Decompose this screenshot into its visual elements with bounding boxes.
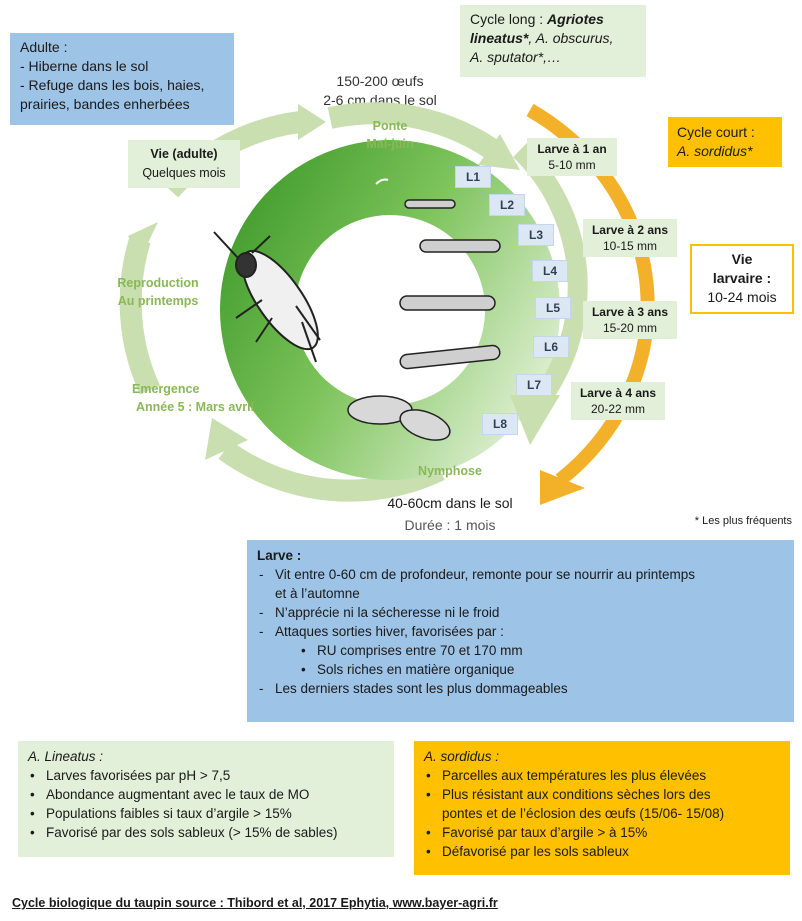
larva-age-4-title: Larve à 4 ans [579, 386, 657, 400]
sordidus-item-2: Plus résistant aux conditions sèches lor… [424, 785, 780, 804]
vie-larvaire-line-1: Vie [731, 251, 753, 267]
sordidus-item-2-cont: pontes et de l’éclosion des œufs (15/06-… [442, 806, 725, 821]
nymphose-duration: Durée : 1 mois [404, 517, 496, 533]
adult-line-2: - Refuge dans les bois, haies, [20, 77, 205, 93]
vie-larvaire-duration: 10-24 mois [707, 289, 777, 305]
reproduction-period: Au printemps [117, 294, 199, 308]
larva-2 [419, 239, 501, 253]
outer-arrowheads [128, 104, 520, 460]
larval-arrow [513, 142, 588, 406]
beetle-illustration [213, 231, 321, 363]
lineatus-title: A. Lineatus : [28, 749, 104, 764]
cycle-court-box: Cycle court : A. sordidus* [668, 117, 782, 167]
sordidus-item-3: Favorisé par taux d’argile > à 15% [424, 823, 780, 842]
sordidus-box: A. sordidus : Parcelles aux températures… [414, 741, 790, 875]
sordidus-item-1: Parcelles aux températures les plus élev… [424, 766, 780, 785]
larva-age-1: Larve à 1 an 5-10 mm [527, 138, 617, 176]
sordidus-title: A. sordidus : [424, 749, 500, 764]
stage-l6: L6 [533, 336, 569, 358]
larva-4 [399, 344, 501, 370]
eggs-count: 150-200 œufs [336, 73, 424, 89]
larva-age-2: Larve à 2 ans 10-15 mm [583, 219, 677, 257]
cycle-long-label: Cycle long : [470, 11, 548, 27]
larve-sub-item-1: RU comprises entre 70 et 170 mm [299, 641, 784, 660]
larva-age-2-title: Larve à 2 ans [591, 223, 669, 237]
larve-item-1-cont: et à l’automne [275, 586, 360, 601]
reproduction-label: Reproduction Au printemps [98, 274, 218, 310]
nymphose-depth: 40-60cm dans le sol [387, 495, 513, 511]
source-caption: Cycle biologique du taupin source : Thib… [12, 896, 498, 910]
cycle-court-arrowhead [540, 470, 585, 505]
larva-age-4-size: 20-22 mm [590, 402, 646, 416]
adult-info-box: Adulte : - Hiberne dans le sol - Refuge … [10, 33, 234, 125]
emergence-period: Année 5 : Mars avril [135, 400, 255, 414]
emergence-title: Emergence [132, 382, 200, 396]
stage-l5: L5 [535, 297, 571, 319]
larva-age-3-size: 15-20 mm [602, 321, 658, 335]
stage-l4: L4 [532, 260, 568, 282]
larva-age-4: Larve à 4 ans 20-22 mm [571, 382, 665, 420]
larva-age-3-title: Larve à 3 ans [591, 305, 669, 319]
footnote: * Les plus fréquents [694, 515, 792, 527]
lineatus-item-4: Favorisé par des sols sableux (> 15% de … [28, 823, 384, 842]
larva-age-1-size: 5-10 mm [548, 158, 596, 172]
larvae-illustrations [399, 199, 501, 370]
lineatus-item-2: Abondance augmentant avec le taux de MO [28, 785, 384, 804]
ponte-period: Mai-juin [366, 137, 414, 151]
cycle-long-box: Cycle long : Agriotes lineatus*, A. obsc… [460, 5, 646, 77]
cycle-long-species-3: A. sputator*,… [470, 49, 562, 65]
vie-larvaire-box: Vie larvaire : 10-24 mois [690, 244, 794, 314]
reproduction-title: Reproduction [117, 276, 199, 290]
larva-age-3: Larve à 3 ans 15-20 mm [583, 301, 677, 339]
larve-item-1: Vit entre 0-60 cm de profondeur, remonte… [257, 565, 784, 584]
green-ring [220, 140, 560, 480]
lineatus-item-3: Populations faibles si taux d’argile > 1… [28, 804, 384, 823]
stage-l1: L1 [455, 166, 491, 188]
larva-age-2-size: 10-15 mm [602, 239, 658, 253]
vie-larvaire-line-2: larvaire : [712, 270, 772, 286]
larve-info-box: Larve : Vit entre 0-60 cm de profondeur,… [247, 540, 794, 722]
stage-l7: L7 [516, 374, 552, 396]
pupa-illustration [347, 395, 451, 441]
adult-line-1: - Hiberne dans le sol [20, 58, 149, 74]
stage-l2: L2 [489, 194, 525, 216]
vie-adulte-duration: Quelques mois [142, 166, 226, 180]
stage-l3: L3 [518, 224, 554, 246]
larva-3 [399, 295, 496, 311]
larve-title: Larve : [257, 548, 302, 563]
larve-item-4: Les derniers stades sont les plus dommag… [257, 679, 784, 698]
cycle-long-species-1b: lineatus* [470, 30, 529, 46]
larve-sub-item-2: Sols riches en matière organique [299, 660, 784, 679]
nymphose-label: Nymphose [418, 464, 482, 478]
vie-adulte-box: Vie (adulte) Quelques mois [128, 140, 240, 188]
emergence-label: Emergence Année 5 : Mars avril [120, 380, 270, 416]
larva-1 [404, 199, 456, 209]
egg-mark [375, 178, 389, 185]
cycle-court-species: A. sordidus* [677, 143, 753, 159]
lineatus-box: A. Lineatus : Larves favorisées par pH >… [18, 741, 394, 857]
adult-title: Adulte : [20, 39, 68, 55]
cycle-court-title: Cycle court : [677, 124, 755, 140]
ponte-title: Ponte [372, 119, 408, 133]
larval-arrowhead [510, 395, 560, 445]
adult-line-3: prairies, bandes enherbées [20, 96, 190, 112]
cycle-long-species-1: Agriotes [547, 11, 604, 27]
larve-item-2: N’apprécie ni la sécheresse ni le froid [257, 603, 784, 622]
larve-item-3: Attaques sorties hiver, favorisées par : [257, 622, 784, 641]
sordidus-item-4: Défavorisé par les sols sableux [424, 842, 780, 861]
larva-age-1-title: Larve à 1 an [537, 142, 607, 156]
lineatus-item-1: Larves favorisées par pH > 7,5 [28, 766, 384, 785]
ponte-label: Ponte Mai-juin [350, 117, 430, 153]
cycle-long-species-2: , A. obscurus, [528, 30, 614, 46]
stage-l8: L8 [482, 413, 518, 435]
vie-adulte-title: Vie (adulte) [150, 147, 218, 161]
